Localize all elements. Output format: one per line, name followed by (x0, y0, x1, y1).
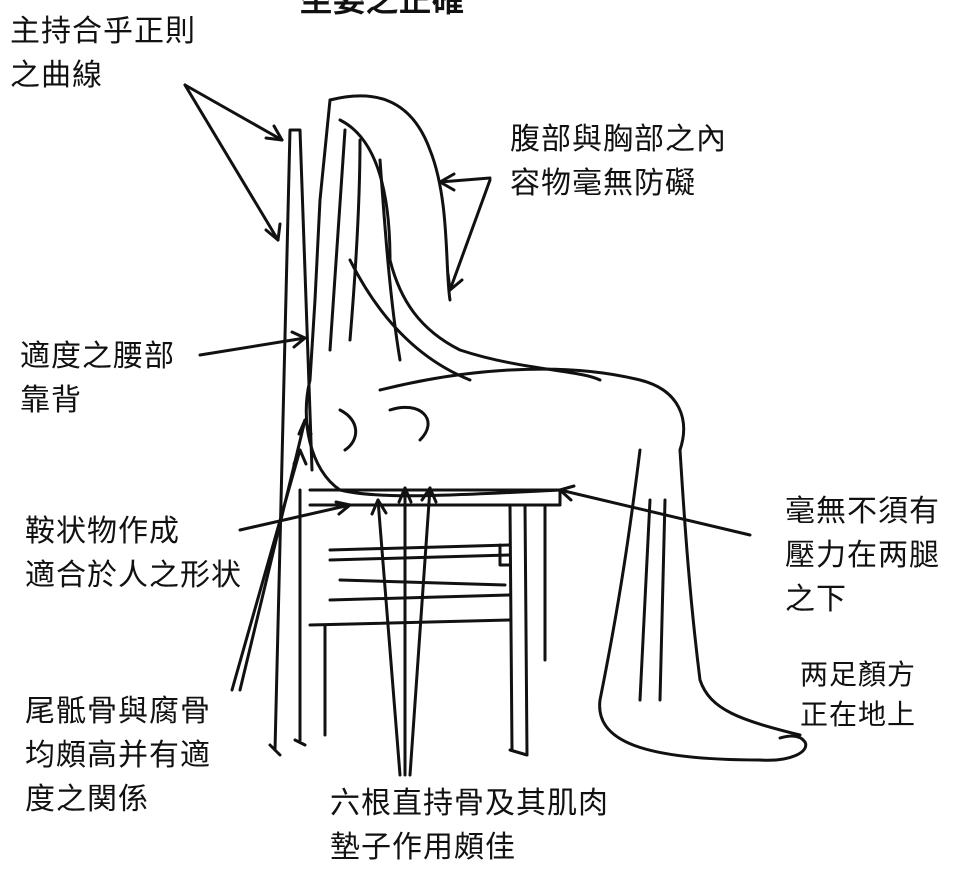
thigh (380, 369, 684, 450)
arrow-thigh-pressure (560, 486, 750, 535)
foot (760, 736, 806, 760)
label-line: 毫無不須有 (785, 490, 940, 534)
thigh-detail (340, 407, 428, 450)
label-line: 尾骶骨與腐骨 (25, 690, 211, 734)
label-line: 適度之腰部 (20, 335, 175, 379)
diagram-title: 坐姿之正確 (300, 0, 465, 22)
label-line: 容物毫無防礙 (510, 162, 727, 206)
torso (310, 100, 330, 380)
label-lumbar-support: 適度之腰部 靠背 (20, 335, 175, 423)
label-line: 壓力在两腿 (785, 534, 940, 578)
label-spine-curve: 主持合乎正則 之曲線 (10, 10, 196, 98)
label-line: 均頗高并有適 (25, 734, 211, 778)
label-six-bones: 六根直持骨及其肌肉 墊子作用頗佳 (330, 782, 609, 870)
label-line: 之曲線 (10, 54, 196, 98)
lower-leg (680, 450, 800, 735)
label-line: 正在地上 (800, 695, 916, 735)
label-feet-floor: 两足顏方 正在地上 (800, 655, 916, 735)
label-line: 墊子作用頗佳 (330, 826, 609, 870)
lower-leg (600, 450, 760, 760)
label-line: 度之関係 (25, 778, 211, 822)
label-line: 主持合乎正則 (10, 10, 196, 54)
lower-leg-muscles (640, 500, 665, 700)
label-line: 腹部與胸部之內 (510, 118, 727, 162)
label-line: 之下 (785, 578, 940, 622)
hip (306, 380, 560, 496)
label-thigh-pressure: 毫無不須有 壓力在两腿 之下 (785, 490, 940, 622)
label-line: 靠背 (20, 379, 175, 423)
label-coccyx: 尾骶骨與腐骨 均頗高并有適 度之関係 (25, 690, 211, 822)
label-line: 適合於人之形状 (25, 554, 242, 598)
label-line: 六根直持骨及其肌肉 (330, 782, 609, 826)
chair-leg (510, 505, 527, 755)
arrow-six-bones (372, 488, 436, 775)
arrow-spine-curve (185, 85, 282, 240)
arrow-abdomen (440, 174, 490, 290)
label-abdomen-chest: 腹部與胸部之內 容物毫無防礙 (510, 118, 727, 206)
label-line: 鞍状物作成 (25, 510, 242, 554)
label-line: 两足顏方 (800, 655, 916, 695)
arrow-lumbar (200, 332, 305, 355)
chair-rung (310, 545, 510, 625)
arm (350, 260, 470, 380)
label-saddle-seat: 鞍状物作成 適合於人之形状 (25, 510, 242, 598)
